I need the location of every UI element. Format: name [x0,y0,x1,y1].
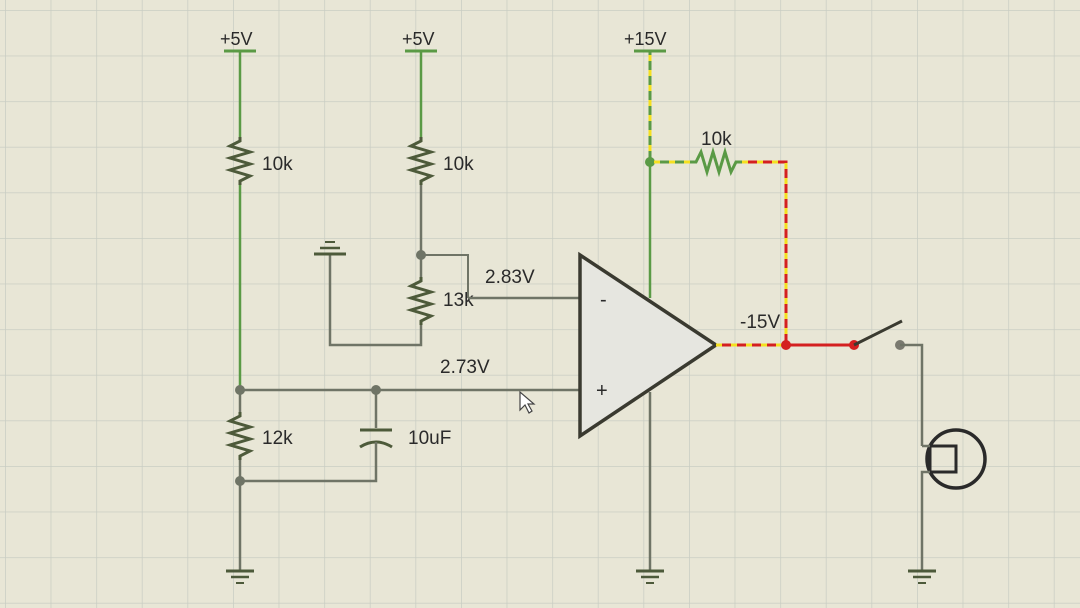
opamp-plus-sign: + [596,380,608,402]
resistor-mid[interactable]: 13k [405,277,474,325]
supply-15v[interactable]: +15V [624,29,667,53]
resistor-top-mid[interactable]: 10k [405,137,474,185]
supply-5v-left-label: +5V [220,29,253,49]
current-flow-feedback-right [742,160,788,345]
wire-mid-bottom[interactable] [328,255,423,347]
supply-5v-left[interactable]: +5V [220,29,256,53]
capacitor-label: 10uF [408,428,451,449]
probe-inverting-voltage: 2.83V [485,267,535,288]
wire-switch-to-motor[interactable] [900,343,924,435]
ground-icon-opamp [636,569,664,584]
supply-5v-mid[interactable]: +5V [402,29,437,53]
resistor-bottom-left[interactable]: 12k [224,412,293,460]
ground-icon-floating [314,241,346,256]
supply-5v-mid-label: +5V [402,29,435,49]
motor-icon[interactable] [920,428,987,490]
ground-icon [226,569,254,584]
supply-15v-label: +15V [624,29,667,49]
opamp-icon[interactable]: - + [578,251,720,440]
resistor-top-left[interactable]: 10k [224,137,293,185]
wire-motor-to-ground[interactable] [920,470,930,570]
wire-cap-bottom[interactable] [240,442,378,483]
resistor-top-mid-label: 10k [443,154,474,175]
resistor-feedback-label: 10k [701,129,732,150]
resistor-bottom-left-label: 12k [262,428,293,449]
resistor-top-left-label: 10k [262,154,293,175]
negative-15v-label: -15V [740,312,780,333]
wire-probe-loop[interactable] [421,254,469,298]
probe-noninverting-voltage: 2.73V [440,357,490,378]
mouse-cursor-icon [519,390,536,414]
resistor-mid-label: 13k [443,290,474,311]
opamp-minus-sign: - [600,289,607,311]
ground-icon-motor [908,569,936,584]
resistor-feedback[interactable]: 10k [692,129,742,178]
